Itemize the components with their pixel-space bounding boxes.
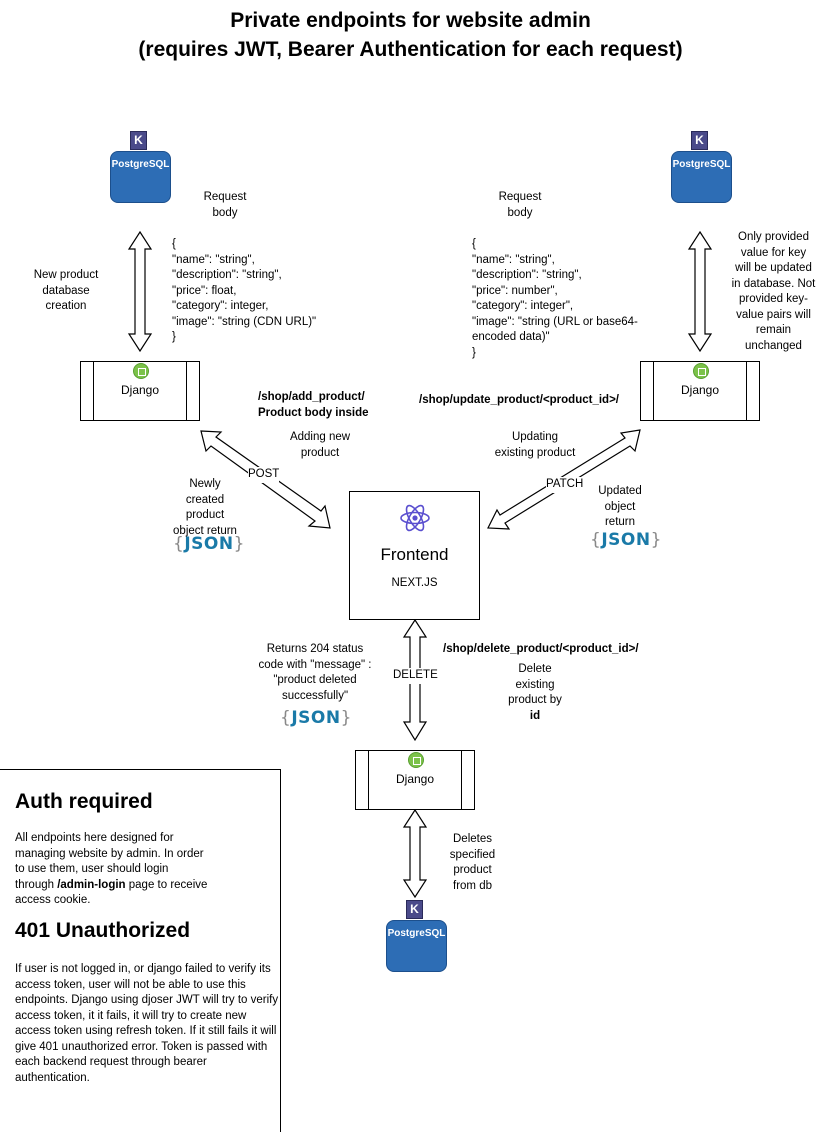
django-right-node: Django xyxy=(640,361,760,421)
auth-info-panel: Auth required All endpoints here designe… xyxy=(0,769,281,1132)
unauthorized-description: If user is not logged in, or django fail… xyxy=(15,963,279,1084)
django-left-node: Django xyxy=(80,361,200,421)
django-right-label: Django xyxy=(680,383,720,397)
django-bottom-label: Django xyxy=(395,772,435,786)
frontend-sublabel: NEXT.JS xyxy=(391,577,438,589)
react-atom-icon xyxy=(400,504,430,532)
postgres-right-cap-icon: K xyxy=(691,131,708,150)
delete-method-label: DELETE xyxy=(393,668,438,684)
left-endpoint: /shop/add_product/Product body inside xyxy=(258,391,369,419)
delete-endpoint: /shop/delete_product/<product_id>/ xyxy=(443,643,639,655)
postgres-right-label: PostgreSQL xyxy=(672,159,731,170)
post-method-label: POST xyxy=(248,467,280,483)
auth-heading: Auth required xyxy=(15,790,153,813)
title-line-2: (requires JWT, Bearer Authentication for… xyxy=(138,38,683,61)
django-icon xyxy=(693,363,709,379)
postgres-left-cap-icon: K xyxy=(130,131,147,150)
postgres-bottom-cap-icon: K xyxy=(406,900,423,919)
django-icon xyxy=(408,752,424,768)
postgres-bottom-label: PostgreSQL xyxy=(387,928,446,939)
postgres-left-label: PostgreSQL xyxy=(111,159,170,170)
arrow-right-db-django xyxy=(687,230,713,353)
diagram-title: Private endpoints for website admin (req… xyxy=(0,6,821,64)
django-icon xyxy=(133,363,149,379)
postgres-bottom-node: PostgreSQL xyxy=(386,920,447,972)
right-request-body: {"name": "string","description": "string… xyxy=(472,238,638,359)
frontend-label: Frontend xyxy=(380,545,449,564)
title-line-1: Private endpoints for website admin xyxy=(230,9,591,32)
unauthorized-heading: 401 Unauthorized xyxy=(15,919,191,942)
left-request-body: {"name": "string","description": "string… xyxy=(172,238,317,343)
json-badge-icon: {JSON} xyxy=(173,534,245,554)
arrow-bottom-django-db xyxy=(402,808,428,899)
json-badge-icon: {JSON} xyxy=(590,530,662,550)
auth-description: All endpoints here designed for managing… xyxy=(15,832,208,906)
patch-method-label: PATCH xyxy=(546,477,584,493)
postgres-left-node: PostgreSQL xyxy=(110,151,171,203)
json-badge-icon: {JSON} xyxy=(280,708,352,728)
arrow-left-db-django xyxy=(127,230,153,353)
django-left-label: Django xyxy=(120,383,160,397)
django-bottom-node: Django xyxy=(355,750,475,810)
frontend-node: Frontend NEXT.JS xyxy=(349,491,480,620)
postgres-right-node: PostgreSQL xyxy=(671,151,732,203)
right-endpoint: /shop/update_product/<product_id>/ xyxy=(419,394,619,406)
